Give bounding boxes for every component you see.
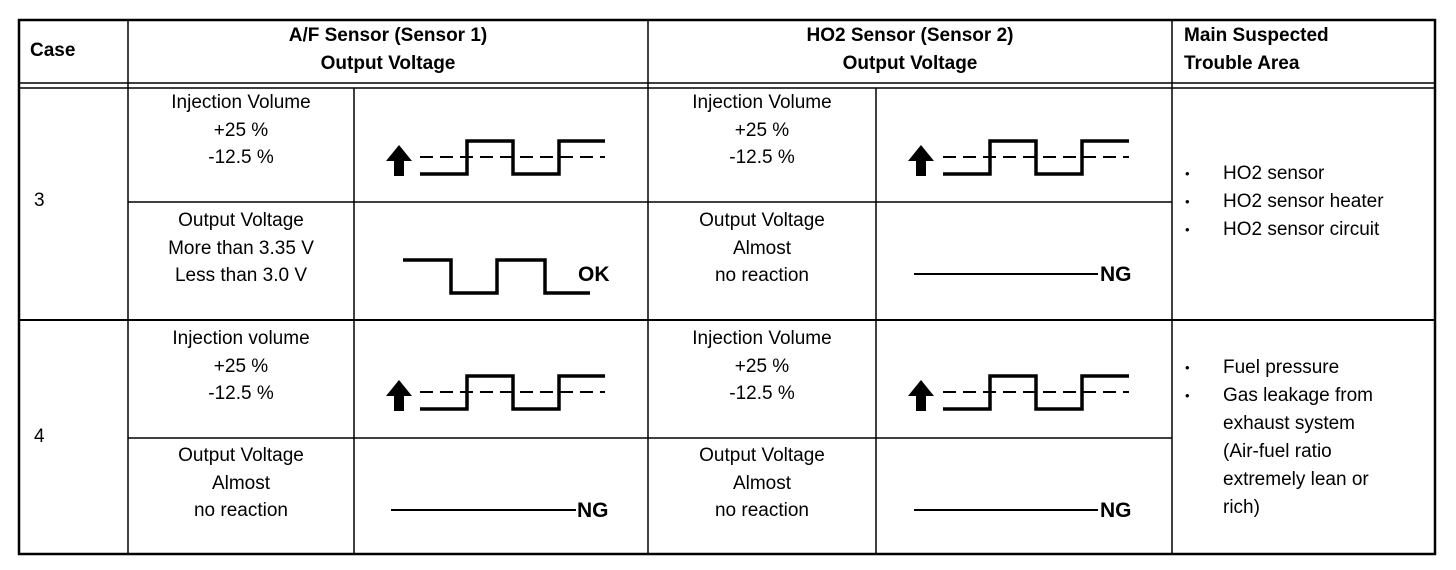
list-item: rich): [1223, 497, 1260, 518]
header-ho2-line1: HO2 Sensor (Sensor 2): [806, 25, 1014, 46]
list-item: exhaust system: [1223, 413, 1355, 434]
cell-line: Injection Volume: [692, 328, 832, 349]
header-af-sensor: A/F Sensor (Sensor 1) Output Voltage: [128, 22, 648, 78]
list-item: •Fuel pressure: [1185, 357, 1340, 378]
case-number: 3: [34, 190, 45, 211]
up-arrow-icon: [386, 145, 412, 176]
header-ho2-sensor: HO2 Sensor (Sensor 2) Output Voltage: [648, 22, 1172, 78]
cell-line: -12.5 %: [208, 147, 274, 168]
injection-waveform-af-case3: [386, 139, 605, 176]
result-label: NG: [1100, 499, 1132, 522]
cell-line: -12.5 %: [208, 383, 274, 404]
ho2-injection-cell: Injection Volume +25 % -12.5 %: [648, 325, 876, 408]
up-arrow-icon: [386, 380, 412, 411]
injection-waveform-ho2-case4: [908, 374, 1129, 411]
list-item: •HO2 sensor circuit: [1185, 219, 1380, 240]
af-output-cell: Output Voltage Almost no reaction: [128, 442, 354, 525]
cell-line: no reaction: [193, 500, 288, 521]
af-output-cell: Output Voltage More than 3.35 V Less tha…: [128, 207, 354, 290]
list-item: •HO2 sensor heater: [1185, 191, 1384, 212]
list-item: extremely lean or: [1223, 469, 1369, 490]
cell-line: +25 %: [213, 119, 269, 141]
cell-line: -12.5 %: [729, 383, 795, 404]
header-trouble-area: Main Suspected Trouble Area: [1184, 22, 1329, 78]
cell-line: +25 %: [734, 355, 790, 377]
cell-line: no reaction: [714, 265, 809, 286]
cell-line: no reaction: [714, 500, 809, 521]
injection-waveform-af-case4: [386, 374, 605, 411]
cell-line: Almost: [732, 472, 792, 494]
cell-line: Output Voltage: [699, 210, 825, 231]
header-ho2-line2: Output Voltage: [842, 53, 978, 74]
af-injection-cell: Injection volume +25 % -12.5 %: [128, 325, 354, 408]
list-item: •Gas leakage from: [1185, 385, 1373, 406]
list-item: (Air-fuel ratio: [1223, 441, 1332, 462]
cell-line: Almost: [732, 237, 792, 259]
cell-line: +25 %: [213, 355, 269, 377]
cell-line: +25 %: [734, 119, 790, 141]
up-arrow-icon: [908, 145, 934, 176]
result-label: OK: [578, 263, 610, 286]
cell-line: -12.5 %: [729, 147, 795, 168]
af-injection-cell: Injection Volume +25 % -12.5 %: [128, 89, 354, 172]
cell-line: More than 3.35 V: [168, 237, 314, 259]
cell-line: Output Voltage: [699, 445, 825, 466]
cell-line: Injection volume: [172, 328, 310, 349]
trouble-area-list: •Fuel pressure •Gas leakage from exhaust…: [1185, 354, 1373, 522]
header-af-line1: A/F Sensor (Sensor 1): [288, 25, 488, 46]
result-label: NG: [577, 499, 609, 522]
case-number: 4: [34, 426, 45, 447]
result-label: NG: [1100, 263, 1132, 286]
ho2-injection-cell: Injection Volume +25 % -12.5 %: [648, 89, 876, 172]
injection-waveform-ho2-case3: [908, 139, 1129, 176]
cell-line: Injection Volume: [692, 92, 832, 113]
cell-line: Output Voltage: [178, 210, 304, 231]
header-af-line2: Output Voltage: [320, 53, 456, 74]
cell-line: Output Voltage: [178, 445, 304, 466]
list-item: •HO2 sensor: [1185, 163, 1325, 184]
output-waveform-af-case3: [403, 258, 590, 295]
ho2-output-cell: Output Voltage Almost no reaction: [648, 207, 876, 290]
up-arrow-icon: [908, 380, 934, 411]
header-case: Case: [30, 40, 76, 61]
ho2-output-cell: Output Voltage Almost no reaction: [648, 442, 876, 525]
trouble-area-list: •HO2 sensor •HO2 sensor heater •HO2 sens…: [1185, 160, 1384, 244]
cell-line: Injection Volume: [171, 92, 311, 113]
header-trouble-line1: Main Suspected: [1184, 25, 1329, 46]
cell-line: Less than 3.0 V: [174, 265, 308, 286]
cell-line: Almost: [211, 472, 271, 494]
header-trouble-line2: Trouble Area: [1184, 53, 1300, 74]
